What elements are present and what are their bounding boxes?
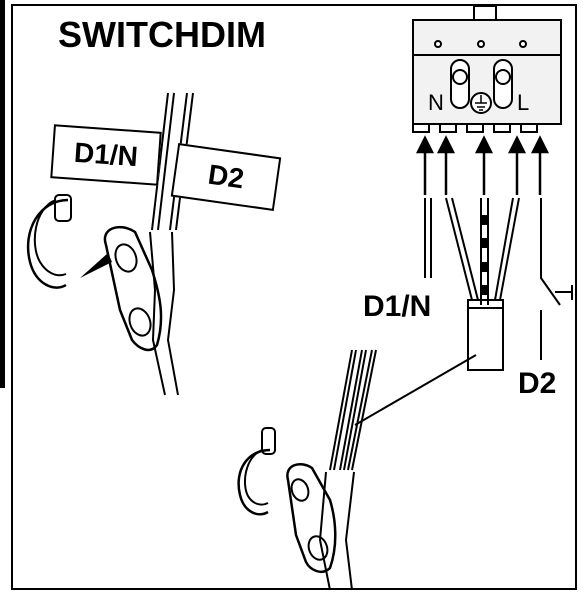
cable-sheath-right: [166, 231, 179, 396]
wire-end-1b: [157, 92, 175, 231]
terminal-arrows: [415, 135, 550, 195]
earth-wire-stripes: [481, 215, 488, 295]
terminal-label-n: N: [428, 90, 444, 115]
hook-shank: [54, 194, 72, 222]
screw-dot-1: [434, 40, 442, 48]
callout-line: [354, 354, 477, 426]
screw-dot-2: [477, 40, 485, 48]
product-title: SWITCHDIM: [58, 14, 266, 55]
terminal-teeth: [412, 124, 538, 133]
cable-sheath-left: [149, 231, 166, 396]
hook-outer: [26, 198, 69, 289]
wire-label-d1n: D1/N: [363, 290, 432, 323]
fanned-wires: [424, 197, 573, 371]
screw-head-1: [452, 69, 468, 85]
lower-cable-illustration: [237, 349, 377, 591]
hook-inner: [33, 199, 67, 277]
left-edge-bar: [0, 0, 5, 388]
terminal-top-tab: [473, 5, 497, 21]
terminal-label-l: L: [517, 90, 530, 115]
strain-relief-clamp: [103, 225, 163, 352]
upper-cable-illustration: [26, 92, 194, 396]
clamp-loop: [128, 307, 152, 337]
tag-d1n: D1/N: [50, 124, 162, 186]
earth-ground-icon: [475, 95, 487, 111]
wire-label-d2: D2: [518, 367, 557, 400]
terminal-block: [412, 5, 562, 133]
screw-head-2: [495, 69, 511, 85]
clamp-hole: [114, 243, 138, 273]
hook-pointer: [80, 253, 112, 278]
wire-end-1: [151, 92, 169, 231]
screw-dot-3: [519, 40, 527, 48]
